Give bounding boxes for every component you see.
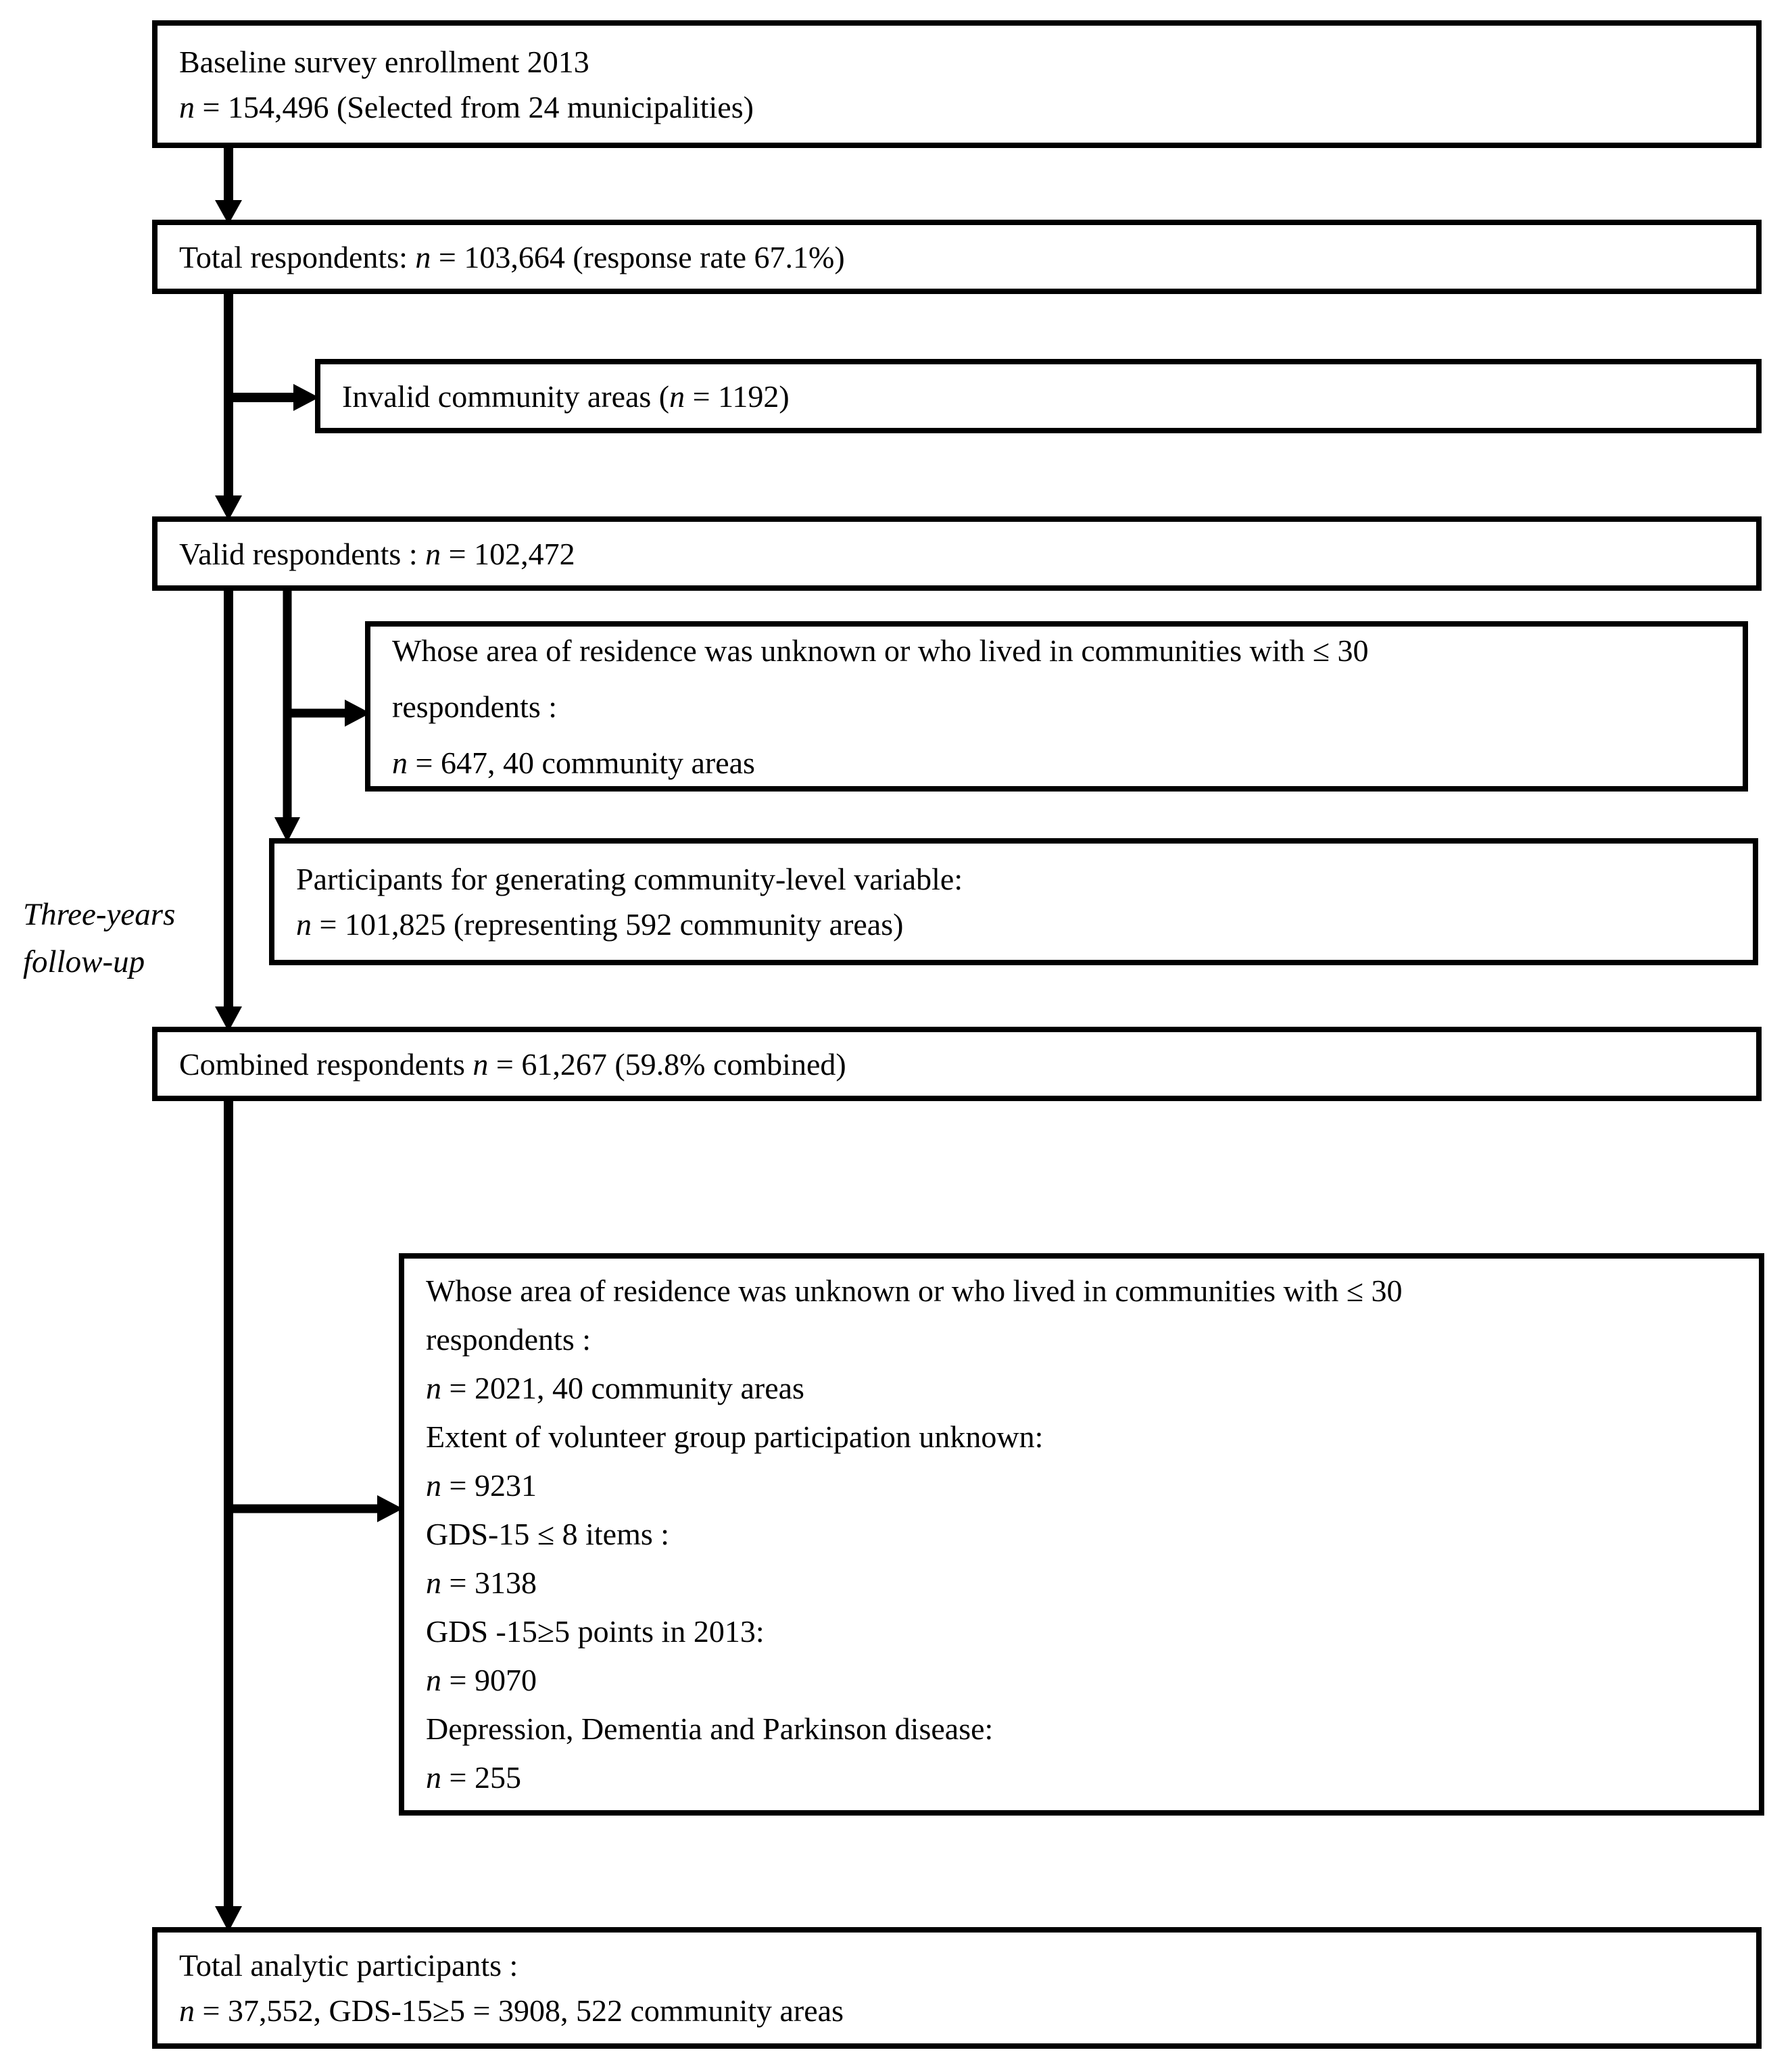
exclusion-line11: n = 255 bbox=[426, 1760, 521, 1795]
followup-label-line1: Three-years bbox=[23, 897, 176, 932]
baseline-n: n = 154,496 (Selected from 24 municipali… bbox=[179, 89, 754, 124]
exclusion-line7: n = 3138 bbox=[426, 1565, 537, 1600]
baseline-title: Baseline survey enrollment 2013 bbox=[179, 44, 589, 79]
valid-respondents-text: Valid respondents : n = 102,472 bbox=[179, 536, 575, 571]
box-combined-respondents: Combined respondents n = 61,267 (59.8% c… bbox=[152, 1027, 1762, 1101]
box-total-respondents: Total respondents: n = 103,664 (response… bbox=[152, 220, 1762, 294]
excluded-small-line2: respondents : bbox=[392, 689, 558, 724]
arrow-branch-small-communities bbox=[287, 700, 370, 727]
exclusion-line5: n = 9231 bbox=[426, 1468, 537, 1503]
arrow-combined-to-analytic bbox=[215, 1098, 242, 1932]
community-variable-n: n = 101,825 (representing 592 community … bbox=[296, 907, 904, 942]
box-excluded-small-communities: Whose area of residence was unknown or w… bbox=[365, 621, 1748, 792]
combined-respondents-text: Combined respondents n = 61,267 (59.8% c… bbox=[179, 1046, 846, 1082]
invalid-areas-text: Invalid community areas (n = 1192) bbox=[342, 379, 790, 414]
exclusion-line3: n = 2021, 40 community areas bbox=[426, 1371, 804, 1405]
followup-label-line2: follow-up bbox=[23, 944, 145, 979]
box-followup-exclusions: Whose area of residence was unknown or w… bbox=[399, 1253, 1764, 1816]
arrow-branch-followup-exclusions bbox=[228, 1495, 403, 1522]
community-variable-title: Participants for generating community-le… bbox=[296, 862, 963, 896]
arrow-valid-to-community-variable bbox=[274, 589, 300, 842]
arrow-branch-invalid-areas bbox=[228, 384, 319, 411]
exclusion-line9: n = 9070 bbox=[426, 1663, 537, 1697]
exclusion-line2: respondents : bbox=[426, 1322, 591, 1357]
exclusion-line4: Extent of volunteer group participation … bbox=[426, 1419, 1044, 1454]
total-analytic-n: n = 37,552, GDS-15≥5 = 3908, 522 communi… bbox=[179, 1993, 844, 2028]
box-invalid-community-areas: Invalid community areas (n = 1192) bbox=[315, 359, 1762, 433]
excluded-small-n: n = 647, 40 community areas bbox=[392, 745, 755, 780]
box-baseline-enrollment: Baseline survey enrollment 2013 n = 154,… bbox=[152, 20, 1762, 148]
arrow-valid-to-combined bbox=[215, 587, 242, 1031]
arrow-total-to-valid bbox=[215, 291, 242, 520]
total-analytic-title: Total analytic participants : bbox=[179, 1948, 518, 1983]
exclusion-line10: Depression, Dementia and Parkinson disea… bbox=[426, 1711, 994, 1746]
total-respondents-text: Total respondents: n = 103,664 (response… bbox=[179, 239, 845, 274]
arrow-baseline-to-total bbox=[215, 143, 242, 224]
box-total-analytic: Total analytic participants : n = 37,552… bbox=[152, 1927, 1762, 2049]
box-valid-respondents: Valid respondents : n = 102,472 bbox=[152, 516, 1762, 591]
excluded-small-line1: Whose area of residence was unknown or w… bbox=[392, 633, 1369, 668]
box-community-level-variable: Participants for generating community-le… bbox=[269, 838, 1758, 965]
exclusion-line8: GDS -15≥5 points in 2013: bbox=[426, 1614, 765, 1649]
exclusion-line1: Whose area of residence was unknown or w… bbox=[426, 1273, 1403, 1308]
exclusion-line6: GDS-15 ≤ 8 items : bbox=[426, 1517, 670, 1551]
three-years-follow-up-label: Three-years follow-up bbox=[23, 891, 246, 986]
